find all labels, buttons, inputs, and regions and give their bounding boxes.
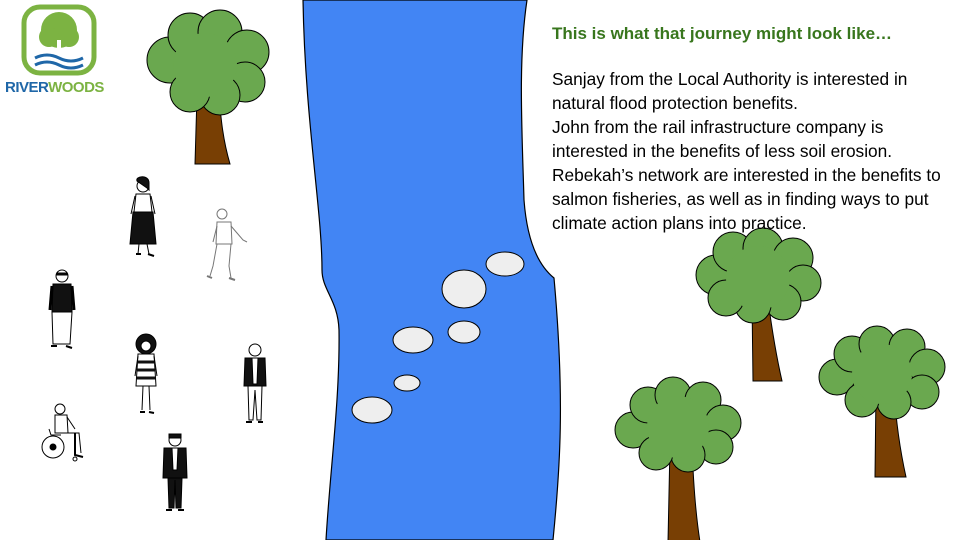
- paragraph-rebekah: Rebekah’s network are interested in the …: [552, 165, 941, 233]
- tree-icon: [818, 325, 946, 478]
- stepping-stone-icon: [441, 269, 487, 309]
- journey-heading: This is what that journey might look lik…: [552, 24, 893, 43]
- person-icon: [162, 433, 188, 511]
- stepping-stone-icon: [485, 251, 525, 277]
- logo-text-river: RIVER: [5, 79, 49, 96]
- person-icon: [206, 208, 248, 281]
- person-icon: [48, 269, 76, 349]
- paragraph-john: John from the rail infrastructure compan…: [552, 117, 893, 161]
- tree-icon: [614, 376, 742, 540]
- stepping-stone-icon: [447, 320, 481, 344]
- tree-icon: [695, 227, 822, 382]
- journey-description: Sanjay from the Local Authority is inter…: [552, 67, 952, 235]
- wheelchair-user-icon: [41, 403, 84, 462]
- logo-text-woods: WOODS: [48, 79, 104, 96]
- stepping-stone-icon: [392, 326, 434, 354]
- stepping-stone-icon: [351, 396, 393, 424]
- stepping-stone-icon: [393, 374, 421, 392]
- tree-icon: [146, 9, 270, 165]
- riverwoods-logo-icon: [21, 4, 97, 76]
- person-icon: [243, 343, 267, 423]
- person-icon: [129, 176, 157, 257]
- stepping-stones: [351, 251, 525, 424]
- paragraph-sanjay: Sanjay from the Local Authority is inter…: [552, 69, 908, 113]
- riverwoods-logo-text: RIVERWOODS: [5, 79, 104, 96]
- person-icon: [134, 333, 158, 414]
